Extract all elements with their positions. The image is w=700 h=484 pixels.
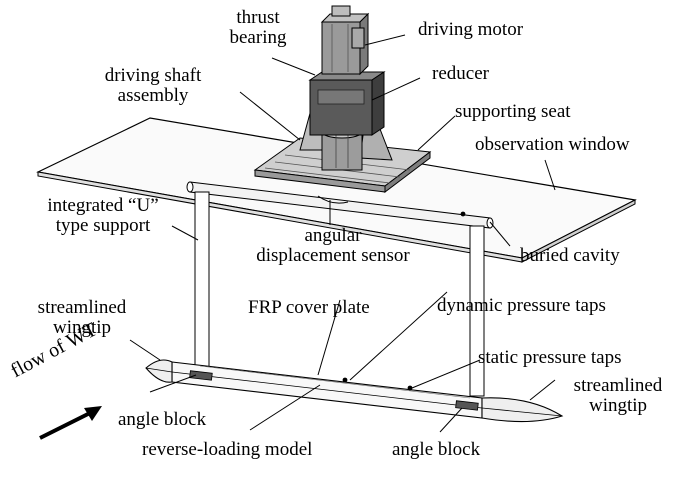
label-supporting-seat: supporting seat xyxy=(455,101,571,122)
driving-motor-body xyxy=(320,5,370,76)
label-streamlined-wingtip-left: streamlined wingtip xyxy=(37,297,127,338)
streamlined-wingtip-left xyxy=(145,359,173,383)
label-driving-motor: driving motor xyxy=(418,19,524,40)
label-angle-block-right: angle block xyxy=(392,439,481,460)
static-pressure-tap-marker xyxy=(407,385,413,391)
label-streamlined-wingtip-right: streamlined wingtip xyxy=(573,375,663,416)
label-thrust-bearing: thrust bearing xyxy=(229,7,287,48)
label-angular-displacement-sensor: angular displacement sensor xyxy=(256,225,410,266)
flow-arrow xyxy=(39,406,102,440)
label-u-type-support: integrated “U” type support xyxy=(47,195,159,236)
label-observation-window: observation window xyxy=(475,134,630,155)
streamlined-wingtip-right xyxy=(481,397,564,423)
label-reverse-loading-model: reverse-loading model xyxy=(142,439,313,460)
label-driving-shaft-assembly: driving shaft assembly xyxy=(104,65,202,106)
label-angle-block-left: angle block xyxy=(118,409,207,430)
label-static-pressure-taps: static pressure taps xyxy=(478,347,622,368)
label-frp-cover-plate: FRP cover plate xyxy=(248,297,370,318)
angle-block-left xyxy=(189,370,213,381)
reverse-loading-model xyxy=(171,361,483,419)
u-type-support xyxy=(194,191,485,397)
label-dynamic-pressure-taps: dynamic pressure taps xyxy=(437,295,606,316)
label-buried-cavity: buried cavity xyxy=(520,245,620,266)
buried-cavity-marker xyxy=(460,211,466,217)
leader-lines xyxy=(129,34,556,433)
angle-block-right xyxy=(455,400,479,411)
dynamic-pressure-tap-marker xyxy=(342,377,348,383)
label-reducer: reducer xyxy=(432,63,489,84)
buried-cavity-rail xyxy=(186,181,494,229)
reducer-body xyxy=(308,71,386,136)
